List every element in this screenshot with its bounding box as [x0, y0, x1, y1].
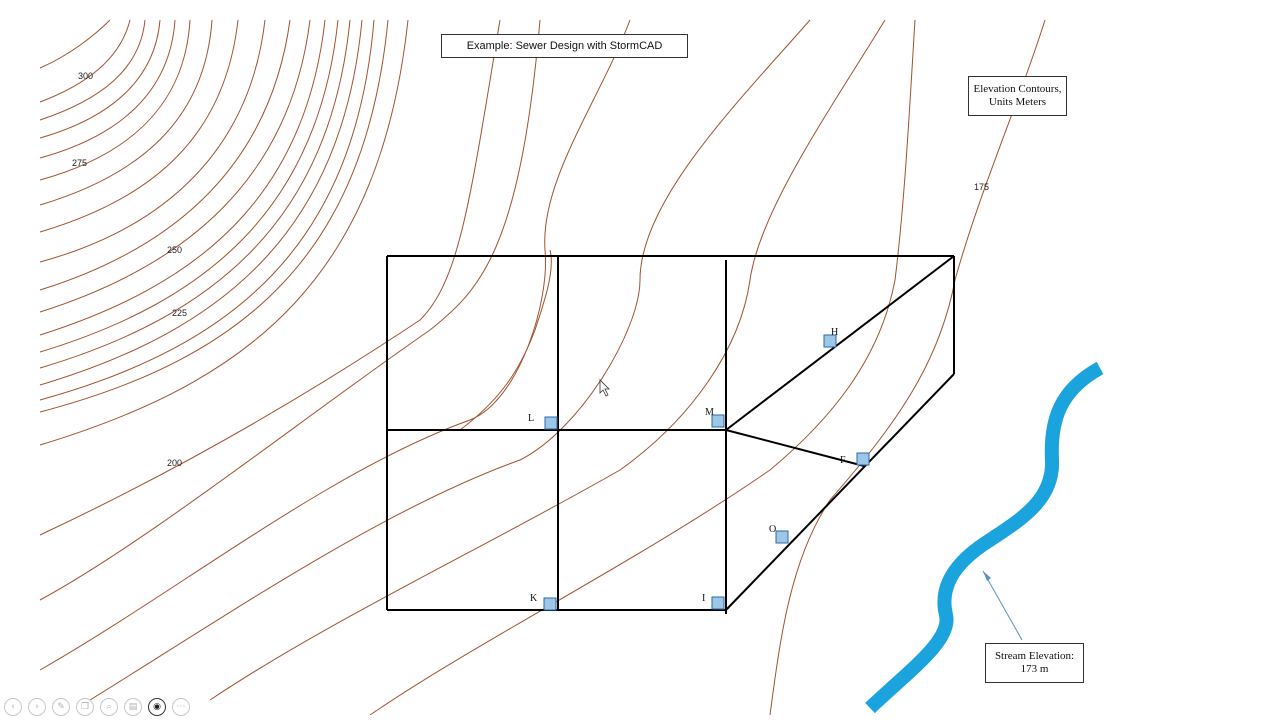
stream-arrow-head [983, 571, 991, 581]
contour-line [39, 19, 541, 601]
contour-line [39, 19, 363, 386]
more-icon[interactable]: ⋯ [172, 698, 190, 716]
subtitle-icon[interactable]: ▤ [124, 698, 142, 716]
manhole-L [544, 416, 558, 430]
presentation-toolbar: ‹ › ✎ ❐ ⌕ ▤ ◉ ⋯ [4, 698, 190, 716]
contour-label-250: 250 [167, 245, 182, 255]
stream-arrow [982, 570, 1023, 641]
manholes [543, 334, 870, 611]
contour-label-175: 175 [974, 182, 989, 192]
contour-line [39, 19, 266, 263]
contour-line [39, 19, 291, 291]
contour-line [459, 249, 552, 431]
contour-line [39, 19, 409, 446]
contour-line [39, 19, 375, 401]
contour-label-200: 200 [167, 458, 182, 468]
node-label-M: M [705, 407, 714, 418]
stream-note-line-1: Stream Elevation: [994, 650, 1075, 662]
contour-label-300: 300 [78, 71, 93, 81]
mouse-cursor-icon [599, 379, 610, 397]
node-label-K: K [530, 593, 538, 604]
contour-line [769, 19, 1046, 716]
node-label-I: I [702, 593, 705, 604]
zoom-icon[interactable]: ⌕ [100, 698, 118, 716]
node-labels: L M H F O K I [528, 327, 846, 604]
legend-line-2: Units Meters [988, 96, 1047, 108]
manhole-F [856, 452, 870, 466]
contour-line [39, 19, 351, 369]
node-label-H: H [831, 327, 838, 338]
contour-line [369, 19, 916, 716]
pen-icon[interactable]: ✎ [52, 698, 70, 716]
diagram-title: Example: Sewer Design with StormCAD [441, 34, 688, 58]
node-label-L: L [528, 413, 534, 424]
contour-line [39, 19, 501, 536]
contour-line [39, 19, 176, 159]
contour-line [39, 19, 326, 336]
copy-icon[interactable]: ❐ [76, 698, 94, 716]
contour-line [39, 19, 339, 353]
elevation-contours [39, 19, 1046, 716]
prev-icon[interactable]: ‹ [4, 698, 22, 716]
contour-line [39, 19, 191, 181]
contour-line [39, 19, 161, 139]
contour-line [39, 19, 239, 233]
stream-note-line-2: 173 m [1020, 663, 1049, 675]
contour-line [39, 19, 213, 206]
contour-line [39, 19, 131, 103]
contour-line [209, 19, 886, 701]
contour-label-225: 225 [172, 308, 187, 318]
manhole-I [711, 596, 725, 610]
manhole-H [823, 334, 837, 348]
manhole-O [775, 530, 789, 544]
next-icon[interactable]: › [28, 698, 46, 716]
contour-labels: 300 275 250 225 200 175 [72, 71, 989, 468]
pipe [725, 373, 955, 611]
manhole-M [711, 414, 725, 428]
pipe [725, 429, 865, 467]
manhole-K [543, 597, 557, 611]
contour-line [39, 19, 146, 121]
stream-elevation-note: Stream Elevation: 173 m [985, 643, 1084, 683]
contour-label-275: 275 [72, 158, 87, 168]
contour-line [39, 19, 111, 69]
pipe-network [386, 255, 955, 614]
contour-line [39, 19, 631, 671]
pipe [725, 255, 955, 431]
contour-legend: Elevation Contours, Units Meters [968, 76, 1067, 116]
camera-icon[interactable]: ◉ [148, 698, 166, 716]
contour-line [89, 19, 811, 701]
contour-line [39, 19, 311, 313]
legend-line-1: Elevation Contours, [973, 83, 1062, 95]
stream [865, 361, 1104, 714]
contour-line [39, 19, 389, 413]
node-label-O: O [769, 524, 776, 535]
node-label-F: F [840, 455, 846, 466]
